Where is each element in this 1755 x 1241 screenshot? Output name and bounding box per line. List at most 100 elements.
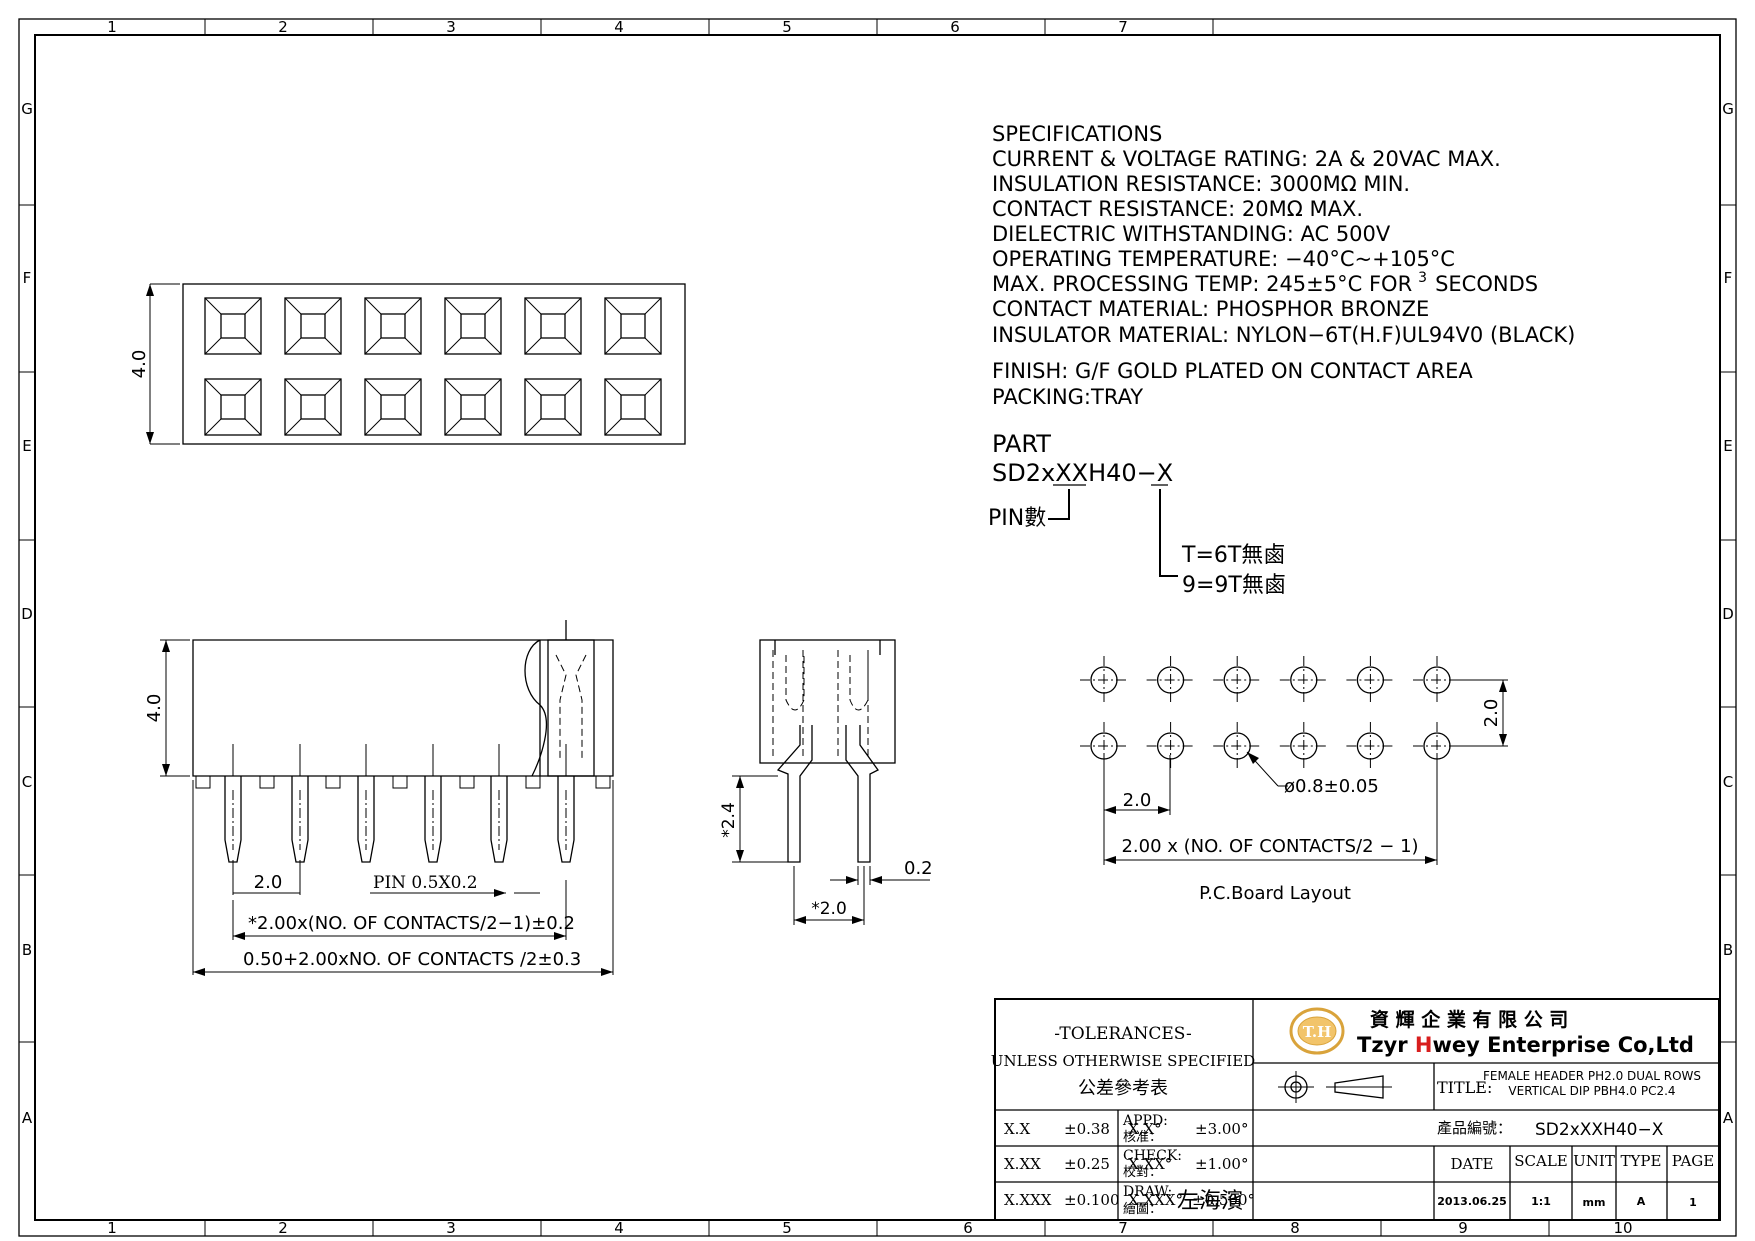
zone-row-right-b: B xyxy=(1723,941,1733,959)
zone-col-bottom-6: 6 xyxy=(963,1219,973,1237)
tol-lin-3: X.XXX xyxy=(1004,1191,1052,1209)
page-label: PAGE xyxy=(1672,1152,1714,1170)
top-contact-cavity xyxy=(364,297,422,355)
top-contact-cavity xyxy=(524,378,582,436)
pcb-hole xyxy=(1346,722,1395,770)
top-contact-cavity xyxy=(604,297,662,355)
side-tail-dim: *2.4 xyxy=(719,802,739,838)
page-value: 1 xyxy=(1689,1196,1697,1209)
zone-col-bottom-8: 8 xyxy=(1290,1219,1300,1237)
spec-finish: FINISH: G/F GOLD PLATED ON CONTACT AREA xyxy=(992,359,1473,383)
tol-lin-1-val: ±0.38 xyxy=(1064,1120,1110,1138)
pcb-hole xyxy=(1346,656,1395,704)
pcb-hole xyxy=(1279,656,1328,704)
spec-line-9: INSULATOR MATERIAL: NYLON−6T(H.F)UL94V0 … xyxy=(992,323,1575,347)
part-number-block: PART SD2xXXH40−X PIN數 T=6T無鹵 9=9T無鹵 xyxy=(988,430,1286,598)
front-pin xyxy=(557,744,575,863)
part-no-value: SD2xXXH40−X xyxy=(1535,1120,1664,1140)
tol-ang-2-val: ±1.00° xyxy=(1195,1155,1248,1173)
zone-col-top-1: 1 xyxy=(107,18,117,36)
scale-label: SCALE xyxy=(1514,1152,1568,1170)
tol-ang-2: X.XX° xyxy=(1128,1155,1172,1173)
appd-cn-label: 核准： xyxy=(1123,1130,1162,1145)
front-standoff xyxy=(525,775,541,789)
front-standoff xyxy=(459,775,475,789)
zone-col-bottom-10: 10 xyxy=(1613,1219,1632,1237)
spec-line-2: CURRENT & VOLTAGE RATING: 2A & 20VAC MAX… xyxy=(992,147,1501,171)
zone-col-top-2: 2 xyxy=(278,18,288,36)
front-pin-note: PIN 0.5X0.2 xyxy=(373,873,478,893)
spec-line-4: CONTACT RESISTANCE: 20MΩ MAX. xyxy=(992,197,1363,221)
side-view: *2.4 0.2 *2.0 xyxy=(719,639,933,925)
pcb-caption: P.C.Board Layout xyxy=(1199,883,1351,904)
tolerances-subtitle: UNLESS OTHERWISE SPECIFIED xyxy=(991,1052,1255,1070)
date-label: DATE xyxy=(1451,1155,1494,1173)
pcb-row-pitch: 2.0 xyxy=(1481,699,1502,728)
zone-col-bottom-2: 2 xyxy=(278,1219,288,1237)
check-cn-label: 校對： xyxy=(1123,1164,1162,1180)
top-contact-cavity xyxy=(364,378,422,436)
zone-row-left-f: F xyxy=(23,269,32,287)
tol-ang-3: X.XXX° xyxy=(1128,1191,1183,1209)
zone-col-bottom-4: 4 xyxy=(614,1219,624,1237)
side-thickness-dim: 0.2 xyxy=(904,858,933,879)
company-name-h: H xyxy=(1415,1033,1433,1057)
zone-row-right-g: G xyxy=(1722,100,1734,118)
zone-col-top-3: 3 xyxy=(446,18,456,36)
projection-symbol xyxy=(1278,1071,1392,1103)
zone-row-right-f: F xyxy=(1724,269,1733,287)
zone-row-right-d: D xyxy=(1722,605,1734,623)
zone-row-left-b: B xyxy=(22,941,32,959)
tol-ang-1: X.X° xyxy=(1128,1120,1162,1138)
zone-row-right-c: C xyxy=(1723,773,1733,791)
front-standoff xyxy=(195,775,211,789)
zone-col-bottom-5: 5 xyxy=(782,1219,792,1237)
front-overall-dim: 0.50+2.00xNO. OF CONTACTS /2±0.3 xyxy=(243,949,581,970)
title-block: -TOLERANCES- UNLESS OTHERWISE SPECIFIED … xyxy=(991,998,1720,1221)
spec-line-8: CONTACT MATERIAL: PHOSPHOR BRONZE xyxy=(992,297,1429,321)
tolerances-title: -TOLERANCES- xyxy=(1054,1024,1192,1044)
part-number: SD2xXXH40−X xyxy=(992,459,1173,487)
side-row-pitch: *2.0 xyxy=(811,899,847,919)
pcb-hole xyxy=(1146,722,1195,770)
title-line-2: VERTICAL DIP PBH4.0 PC2.4 xyxy=(1508,1084,1675,1098)
company-name-en: Tzyr Hwey Enterprise Co,Ltd xyxy=(1357,1033,1694,1057)
front-pitch-total: *2.00x(NO. OF CONTACTS/2−1)±0.2 xyxy=(248,913,575,934)
pcb-hole xyxy=(1213,656,1262,704)
specifications-block: SPECIFICATIONS CURRENT & VOLTAGE RATING:… xyxy=(992,122,1575,409)
front-standoff xyxy=(325,775,341,789)
zone-col-top-4: 4 xyxy=(614,18,624,36)
zone-col-top-7: 7 xyxy=(1118,18,1128,36)
tol-lin-3-val: ±0.100 xyxy=(1064,1191,1120,1209)
company-name-cn: 資 輝 企 業 有 限 公 司 xyxy=(1370,1008,1568,1031)
tol-lin-1: X.X xyxy=(1004,1120,1030,1138)
tol-ang-3-val: ±0.500° xyxy=(1192,1191,1255,1209)
date-value: 2013.06.25 xyxy=(1437,1195,1507,1208)
part-no-label: 產品編號： xyxy=(1437,1119,1512,1137)
spec-line-6: OPERATING TEMPERATURE: −40°C~+105°C xyxy=(992,247,1455,271)
top-contact-cavity xyxy=(604,378,662,436)
top-height-dim: 4.0 xyxy=(129,350,150,379)
zone-row-left-e: E xyxy=(22,437,31,455)
spec-line-3: INSULATION RESISTANCE: 3000MΩ MIN. xyxy=(992,172,1410,196)
tol-lin-2: X.XX xyxy=(1004,1155,1041,1173)
zone-row-right-a: A xyxy=(1723,1109,1734,1127)
draw-label: DRAW: xyxy=(1123,1184,1172,1200)
draw-cn-label: 繪圖： xyxy=(1123,1201,1162,1217)
top-contact-cavity xyxy=(284,297,342,355)
tol-lin-2-val: ±0.25 xyxy=(1064,1155,1110,1173)
option-9-label: 9=9T無鹵 xyxy=(1182,573,1286,598)
pcb-hole xyxy=(1279,722,1328,770)
front-pitch-dim: 2.0 xyxy=(254,872,283,893)
front-pin xyxy=(424,744,442,863)
front-pin xyxy=(490,744,508,863)
zone-col-bottom-1: 1 xyxy=(107,1219,117,1237)
top-contact-cavity xyxy=(524,297,582,355)
zone-col-top-6: 6 xyxy=(950,18,960,36)
type-value: A xyxy=(1637,1195,1646,1208)
top-view: 4.0 xyxy=(129,283,686,445)
drawer-name: 左海濱 xyxy=(1177,1189,1243,1214)
zone-row-left-d: D xyxy=(21,605,33,623)
